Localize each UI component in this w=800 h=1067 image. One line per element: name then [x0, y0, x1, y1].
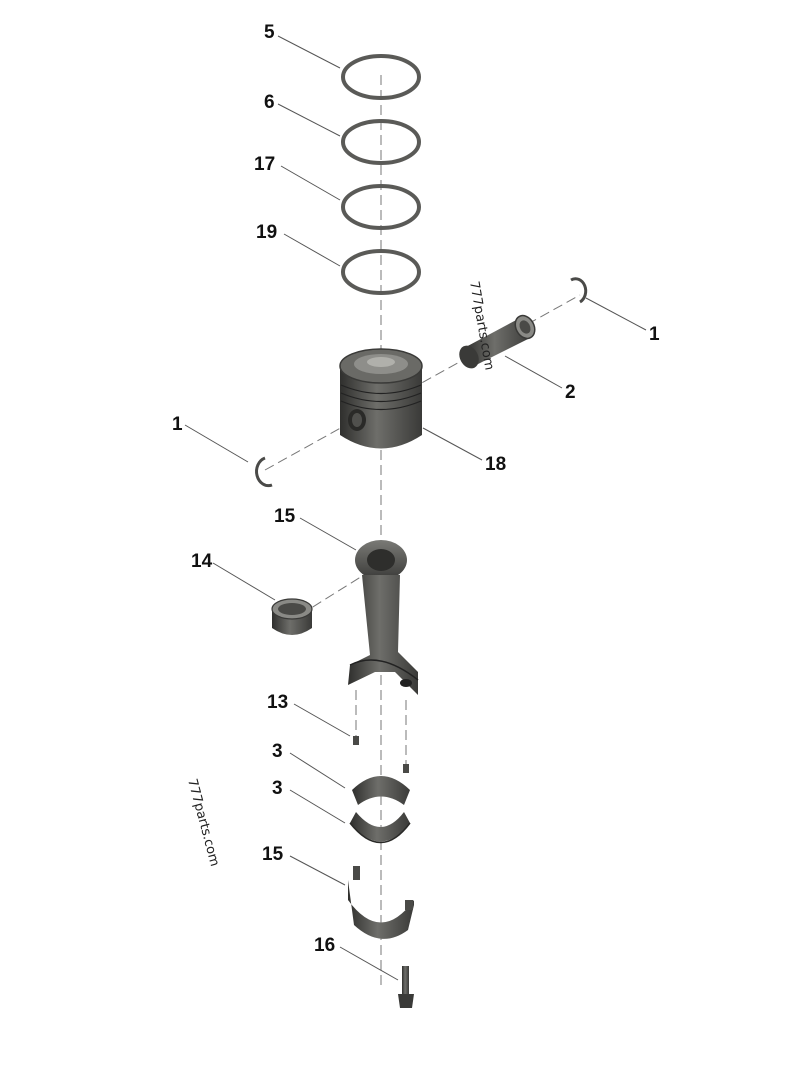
callout-19: 19: [256, 222, 277, 243]
piston-ring-19: [341, 249, 421, 295]
callout-15-bottom: 15: [262, 844, 284, 865]
piston-pin: [459, 314, 536, 369]
leader-3-upper: [289, 752, 346, 789]
leader-6: [277, 103, 341, 137]
leader-15-bottom: [289, 855, 346, 886]
callout-1-right: 1: [649, 324, 660, 345]
rod-bolt: [398, 966, 414, 1008]
leader-15-top: [299, 517, 357, 551]
leader-13: [293, 703, 351, 737]
leader-17: [280, 165, 341, 201]
dowel-sleeve-left: [353, 736, 359, 745]
callout-14: 14: [191, 551, 213, 572]
callout-1-left: 1: [172, 414, 183, 435]
piston-ring-6: [341, 119, 421, 165]
callout-18: 18: [485, 454, 506, 475]
leader-1-left: [184, 424, 249, 463]
leader-19: [283, 233, 341, 267]
retaining-clip-right: [570, 277, 588, 304]
callout-16: 16: [314, 935, 335, 956]
callout-3-upper: 3: [272, 741, 283, 762]
leader-3-lower: [289, 789, 346, 824]
connecting-rod-cap: [348, 866, 414, 939]
callout-17: 17: [254, 154, 275, 175]
piston-ring-17: [341, 184, 421, 230]
leader-16: [339, 946, 399, 981]
small-end-bushing: [271, 598, 313, 635]
dowel-sleeve-right: [403, 764, 409, 773]
callout-6: 6: [264, 92, 275, 113]
retaining-clip-left: [255, 456, 273, 488]
bearing-shell-lower: [349, 812, 411, 844]
piston-ring-5: [341, 54, 421, 100]
callout-15-top: 15: [274, 506, 296, 527]
callout-13: 13: [267, 692, 288, 713]
leader-2: [504, 355, 563, 389]
callout-3-lower: 3: [272, 778, 283, 799]
leader-14: [212, 562, 276, 601]
leader-1-right: [585, 297, 647, 331]
piston: [339, 348, 423, 449]
leader-18: [422, 427, 483, 461]
bearing-shell-upper: [352, 776, 410, 805]
leader-5: [277, 35, 341, 69]
callout-5: 5: [264, 22, 275, 43]
callout-2: 2: [565, 382, 576, 403]
watermark-left: 777parts.com: [184, 777, 222, 868]
connecting-rod: [348, 540, 419, 695]
